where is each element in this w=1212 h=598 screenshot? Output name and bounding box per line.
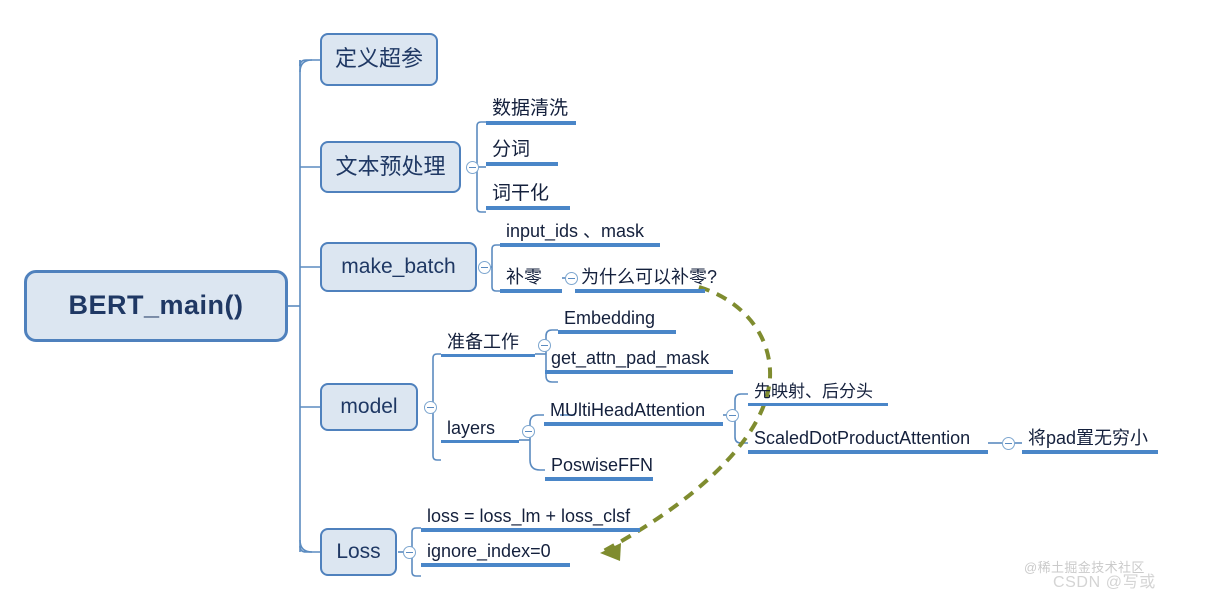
- leaf-label: 准备工作: [447, 332, 519, 353]
- leaf-label: PoswiseFFN: [551, 455, 654, 476]
- toggle-zero-padding[interactable]: [565, 272, 578, 285]
- leaf-label: 为什么可以补零?: [581, 267, 718, 288]
- leaf-ignore-index[interactable]: ignore_index=0: [421, 541, 570, 567]
- leaf-map-then-split-heads[interactable]: 先映射、后分头: [748, 381, 888, 406]
- leaf-label: layers: [447, 418, 496, 439]
- leaf-scaled-dot-product-attention[interactable]: ScaledDotProductAttention: [748, 428, 988, 454]
- branch-node-loss[interactable]: Loss: [320, 528, 397, 576]
- leaf-label: input_ids 、mask: [506, 221, 645, 242]
- leaf-label: 词干化: [492, 183, 550, 205]
- branch-node-make-batch[interactable]: make_batch: [320, 242, 477, 292]
- toggle-scaled-dot-product-attention[interactable]: [1002, 437, 1015, 450]
- leaf-label: ignore_index=0: [427, 541, 551, 562]
- leaf-label: 将pad置无穷小: [1028, 428, 1149, 449]
- branch-label: 文本预处理: [335, 153, 446, 179]
- branch-label: Loss: [336, 540, 381, 564]
- leaf-multihead-attention[interactable]: MUltiHeadAttention: [544, 400, 723, 426]
- leaf-label: get_attn_pad_mask: [551, 348, 710, 369]
- leaf-label: MUltiHeadAttention: [550, 400, 706, 421]
- leaf-label: 数据清洗: [492, 98, 569, 120]
- leaf-preparation[interactable]: 准备工作: [441, 332, 535, 357]
- branch-node-model[interactable]: model: [320, 383, 418, 431]
- leaf-tokenization[interactable]: 分词: [486, 140, 558, 166]
- leaf-label: 先映射、后分头: [754, 382, 873, 402]
- leaf-embedding[interactable]: Embedding: [558, 308, 676, 334]
- leaf-label: Embedding: [564, 308, 656, 329]
- branch-node-define-hyperparams[interactable]: 定义超参: [320, 33, 438, 86]
- branch-label: 定义超参: [334, 46, 423, 72]
- leaf-label: loss = loss_lm + loss_clsf: [427, 506, 631, 527]
- branch-label: model: [340, 395, 398, 419]
- toggle-loss[interactable]: [403, 546, 416, 559]
- annotation-arrowhead: [600, 543, 621, 561]
- watermark-csdn: CSDN @写或: [1053, 574, 1156, 591]
- leaf-label: 补零: [506, 267, 542, 288]
- leaf-label: ScaledDotProductAttention: [754, 428, 971, 449]
- watermark-juejin: @稀土掘金技术社区: [1024, 560, 1145, 575]
- leaf-get-attn-pad-mask[interactable]: get_attn_pad_mask: [545, 348, 733, 374]
- toggle-text-preprocess[interactable]: [466, 161, 479, 174]
- leaf-label: 分词: [492, 139, 531, 161]
- leaf-set-pad-negative-infinity[interactable]: 将pad置无穷小: [1022, 428, 1158, 454]
- leaf-layers[interactable]: layers: [441, 418, 519, 443]
- toggle-make-batch[interactable]: [478, 261, 491, 274]
- toggle-layers[interactable]: [522, 425, 535, 438]
- leaf-data-cleaning[interactable]: 数据清洗: [486, 99, 576, 125]
- leaf-why-zero-padding[interactable]: 为什么可以补零?: [575, 267, 717, 293]
- toggle-preparation[interactable]: [538, 339, 551, 352]
- toggle-multihead-attention[interactable]: [726, 409, 739, 422]
- branch-label: make_batch: [341, 255, 456, 279]
- leaf-loss-formula[interactable]: loss = loss_lm + loss_clsf: [421, 506, 640, 532]
- branch-node-text-preprocess[interactable]: 文本预处理: [320, 141, 461, 193]
- root-node-label: BERT_main(): [68, 290, 244, 321]
- leaf-poswise-ffn[interactable]: PoswiseFFN: [545, 455, 653, 481]
- leaf-input-ids-mask[interactable]: input_ids 、mask: [500, 221, 660, 247]
- root-node[interactable]: BERT_main(): [24, 270, 288, 342]
- leaf-zero-padding[interactable]: 补零: [500, 267, 562, 293]
- leaf-stemming[interactable]: 词干化: [486, 184, 570, 210]
- toggle-model[interactable]: [424, 401, 437, 414]
